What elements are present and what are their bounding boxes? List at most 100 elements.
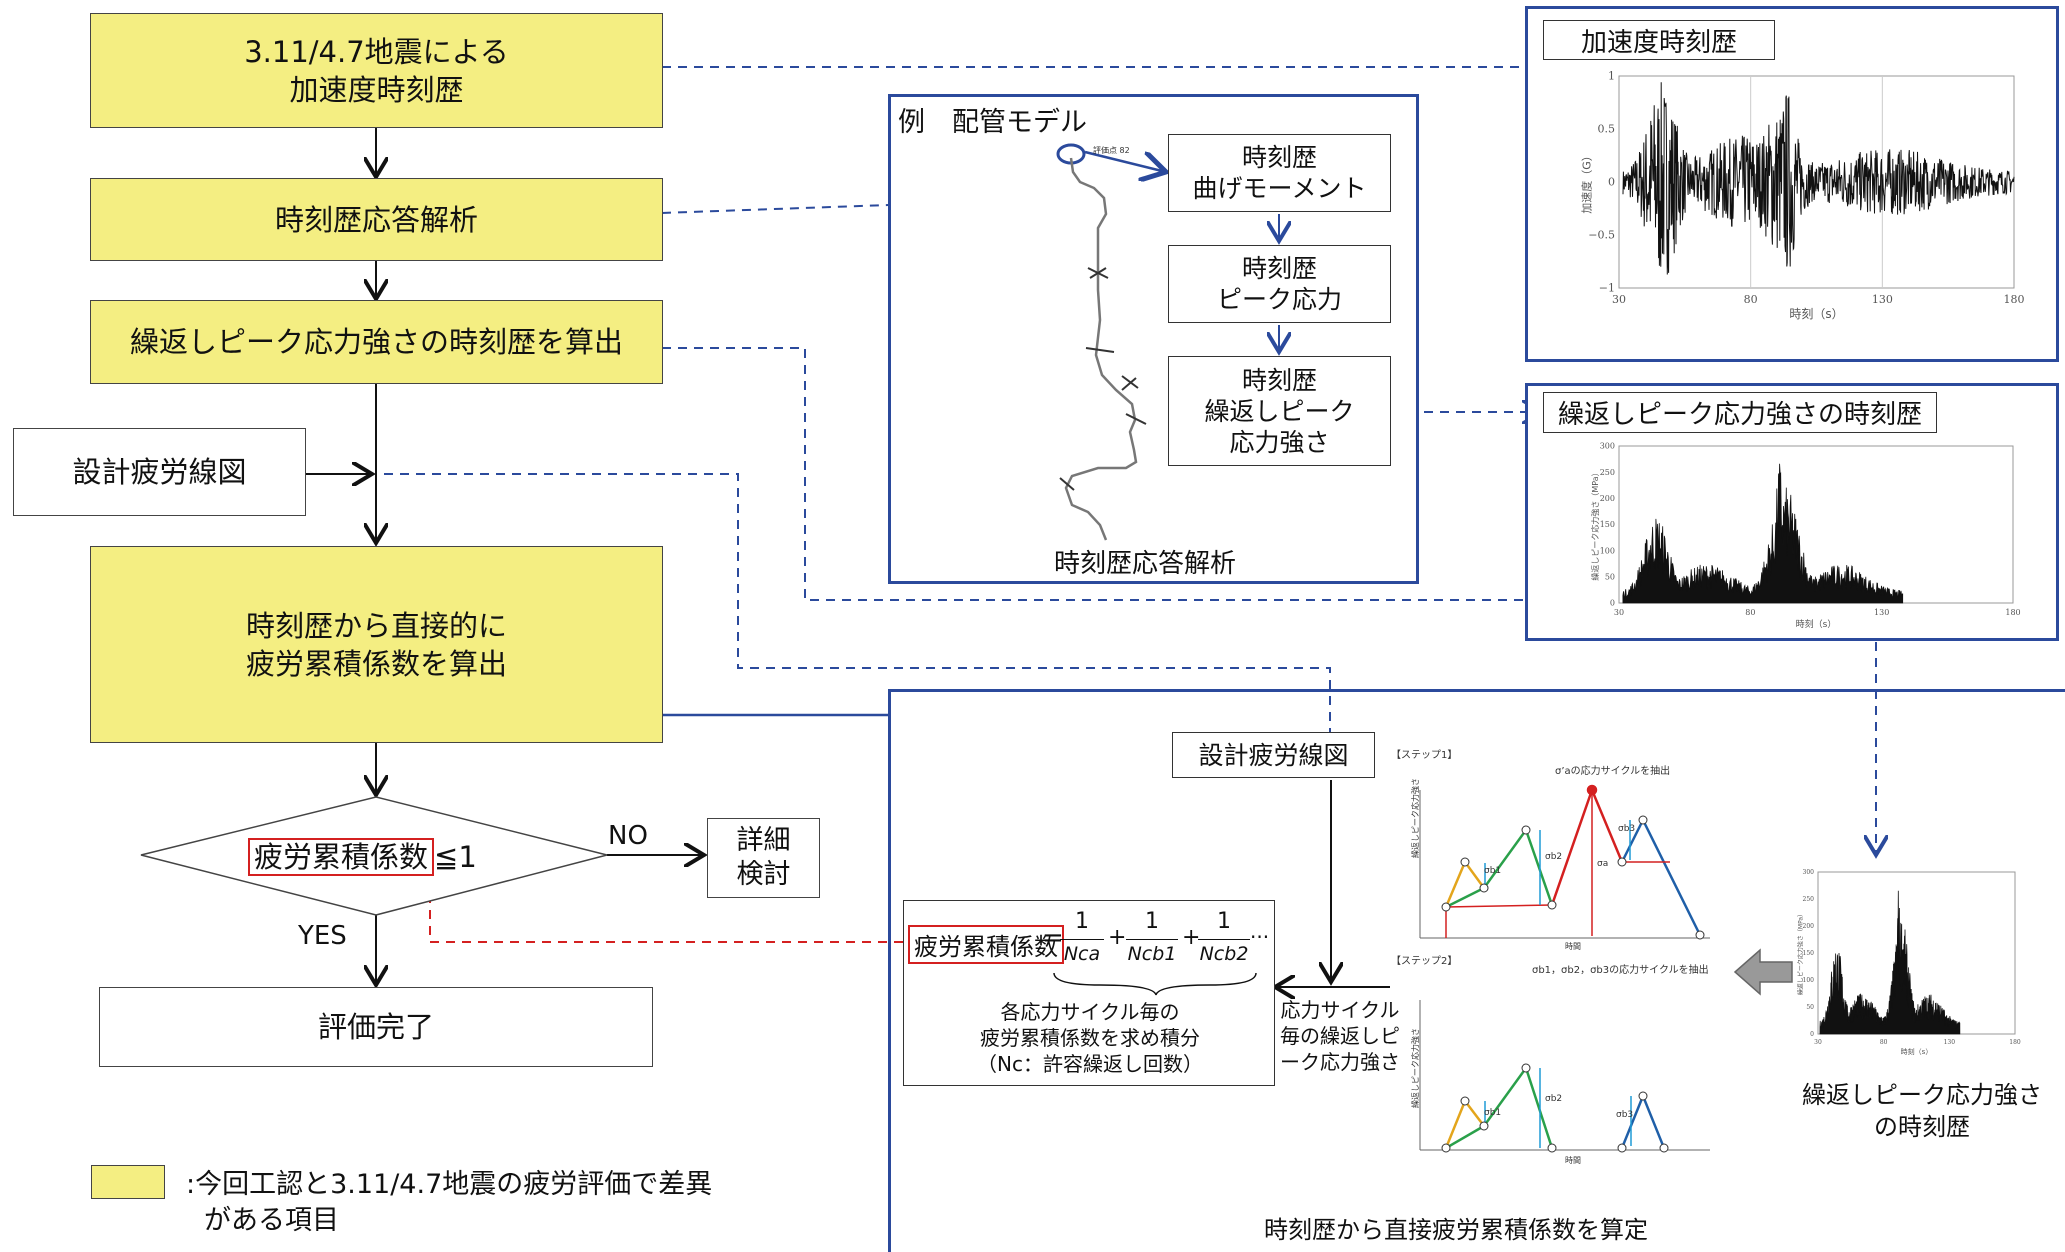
right-caption: 繰返しピーク応力強さ の時刻歴 <box>1802 1079 2042 1143</box>
step-cum-line1: 時刻歴から直接的に <box>245 608 507 643</box>
step-accel-history: 3.11/4.7地震による 加速度時刻歴 <box>90 13 663 128</box>
step-cum-line2: 疲労累積係数を算出 <box>245 646 507 681</box>
detail-review: 詳細 検討 <box>707 818 820 898</box>
input-fatigue-text: 設計疲労線図 <box>72 455 247 489</box>
y-tick-label: 0 <box>1810 1031 1814 1038</box>
cycle-line3: ーク応力強さ <box>1280 1050 1400 1074</box>
s1-sig-b3: σb3 <box>1618 824 1636 834</box>
yes-label: YES <box>298 921 347 951</box>
step-response-analysis: 時刻歴応答解析 <box>90 178 663 261</box>
x-tick-label: 30 <box>1614 608 1624 617</box>
decision-label: 疲労累積係数≦1 <box>248 834 477 876</box>
rp-line2: 繰返しピーク <box>1204 396 1355 426</box>
step2-title: σb1，σb2，σb3の応力サイクルを抽出 <box>1532 965 1709 976</box>
step1-axis-x: 時間 <box>1565 942 1581 951</box>
y-tick-label: 0 <box>1610 599 1615 608</box>
frac3-num: 1 <box>1217 909 1231 934</box>
plus1: + <box>1108 925 1127 950</box>
formula-eq: = <box>1042 923 1064 953</box>
y-tick-label: 300 <box>1803 869 1815 876</box>
formula-term: 疲労累積係数 <box>908 925 1064 964</box>
rp-line1: 時刻歴 <box>1241 365 1317 395</box>
link-step3-stress <box>662 347 1525 601</box>
x-tick-label: 130 <box>1874 608 1889 617</box>
y-tick-label: 250 <box>1600 468 1615 477</box>
plus2: + <box>1182 925 1201 950</box>
formula-brace <box>1053 972 1257 996</box>
formula-desc: 各応力サイクル毎の 疲労累積係数を求め積分 （Nc：許容繰返し回数） <box>904 999 1276 1077</box>
s2-sig-b1: σb1 <box>1484 1108 1502 1118</box>
x-tick-label: 30 <box>1612 293 1626 306</box>
y-tick-label: 200 <box>1600 494 1615 503</box>
input-fatigue-curve: 設計疲労線図 <box>13 428 306 516</box>
chart-plot-area <box>1817 871 2016 1035</box>
y-tick-label: 1 <box>1608 70 1615 83</box>
link-fatigue-curve <box>384 473 1331 732</box>
legend-line1: :今回工認と3.11/4.7地震の疲労評価で差異 <box>186 1169 713 1200</box>
chart-plot-area <box>1618 445 2014 604</box>
x-axis-label: 時刻（s） <box>1901 1047 1933 1056</box>
formula-box: 疲労累積係数 = 1 Nca + 1 Ncb1 + 1 Ncb2 ··· 各応力… <box>903 900 1275 1086</box>
frac2-den: Ncb1 <box>1127 943 1177 965</box>
legend-text: :今回工認と3.11/4.7地震の疲労評価で差異 がある項目 <box>186 1167 806 1239</box>
formula-desc1: 各応力サイクル毎の <box>1000 1000 1180 1024</box>
ps-line1: 時刻歴 <box>1241 254 1317 283</box>
x-tick-label: 130 <box>1944 1039 1956 1046</box>
accel-title-text: 加速度時刻歴 <box>1580 27 1737 58</box>
y-tick-label: 300 <box>1600 442 1615 451</box>
decision-cond: ≦1 <box>434 840 477 874</box>
box-bending-moment: 時刻歴 曲げモーメント <box>1168 134 1391 212</box>
ps-line2: ピーク応力 <box>1216 285 1342 314</box>
step-peak-stress: 繰返しピーク応力強さの時刻歴を算出 <box>90 300 663 384</box>
step-peak-text: 繰返しピーク応力強さの時刻歴を算出 <box>129 325 623 359</box>
x-axis-label: 時刻（s） <box>1796 618 1837 630</box>
x-tick-label: 180 <box>2009 1039 2021 1046</box>
x-tick-label: 80 <box>1880 1039 1888 1046</box>
y-tick-label: 100 <box>1600 546 1615 555</box>
frac2-num: 1 <box>1145 909 1159 934</box>
step-accel-line1: 3.11/4.7地震による <box>244 34 509 69</box>
x-axis-label: 時刻（s） <box>1789 307 1843 321</box>
cumulative-panel <box>888 689 2065 1252</box>
step1-title: σ’aの応力サイクルを抽出 <box>1555 766 1671 777</box>
bm-line1: 時刻歴 <box>1241 143 1317 172</box>
formula-desc2: 疲労累積係数を求め積分 <box>980 1026 1200 1050</box>
x-tick-label: 30 <box>1814 1039 1822 1046</box>
y-tick-label: 50 <box>1806 1004 1814 1011</box>
stress-title-text: 繰返しピーク応力強さの時刻歴 <box>1557 400 1922 430</box>
formula-desc3: （Nc：許容繰返し回数） <box>977 1052 1203 1076</box>
decision-term: 疲労累積係数 <box>248 838 435 876</box>
accel-title: 加速度時刻歴 <box>1543 20 1775 60</box>
step2-axis-x: 時間 <box>1565 1156 1581 1165</box>
legend-swatch <box>91 1165 165 1199</box>
step-accel-line2: 加速度時刻歴 <box>289 72 464 107</box>
y-tick-label: 50 <box>1605 573 1615 582</box>
accel-series-line <box>1622 82 2015 275</box>
step1-tag: 【ステップ1】 <box>1391 750 1458 761</box>
stress-title: 繰返しピーク応力強さの時刻歴 <box>1543 392 1937 433</box>
frac1-num: 1 <box>1075 909 1089 934</box>
s2-sig-b2: σb2 <box>1545 1094 1563 1104</box>
piping-title: 例 配管モデル <box>898 107 1087 138</box>
right-caption-2: の時刻歴 <box>1874 1113 1970 1141</box>
y-tick-label: 150 <box>1600 520 1615 529</box>
y-tick-label: 250 <box>1803 896 1815 903</box>
cycle-line2: 毎の繰返しピ <box>1280 1024 1400 1048</box>
s2-sig-b3: σb3 <box>1616 1110 1634 1120</box>
cycle-label: 応力サイクル 毎の繰返しピ ーク応力強さ <box>1280 997 1400 1075</box>
y-tick-label: 0.5 <box>1598 123 1616 136</box>
frac3-den: Ncb2 <box>1199 943 1249 965</box>
detail-line1: 詳細 <box>736 825 791 856</box>
y-tick-label: 150 <box>1803 950 1815 957</box>
no-label: NO <box>608 821 648 851</box>
y-tick-label: −0.5 <box>1588 229 1615 242</box>
eval-point-label: 評価点 82 <box>1093 146 1130 155</box>
x-tick-label: 130 <box>1872 293 1893 306</box>
box-repeat-peak: 時刻歴 繰返しピーク 応力強さ <box>1168 356 1391 466</box>
